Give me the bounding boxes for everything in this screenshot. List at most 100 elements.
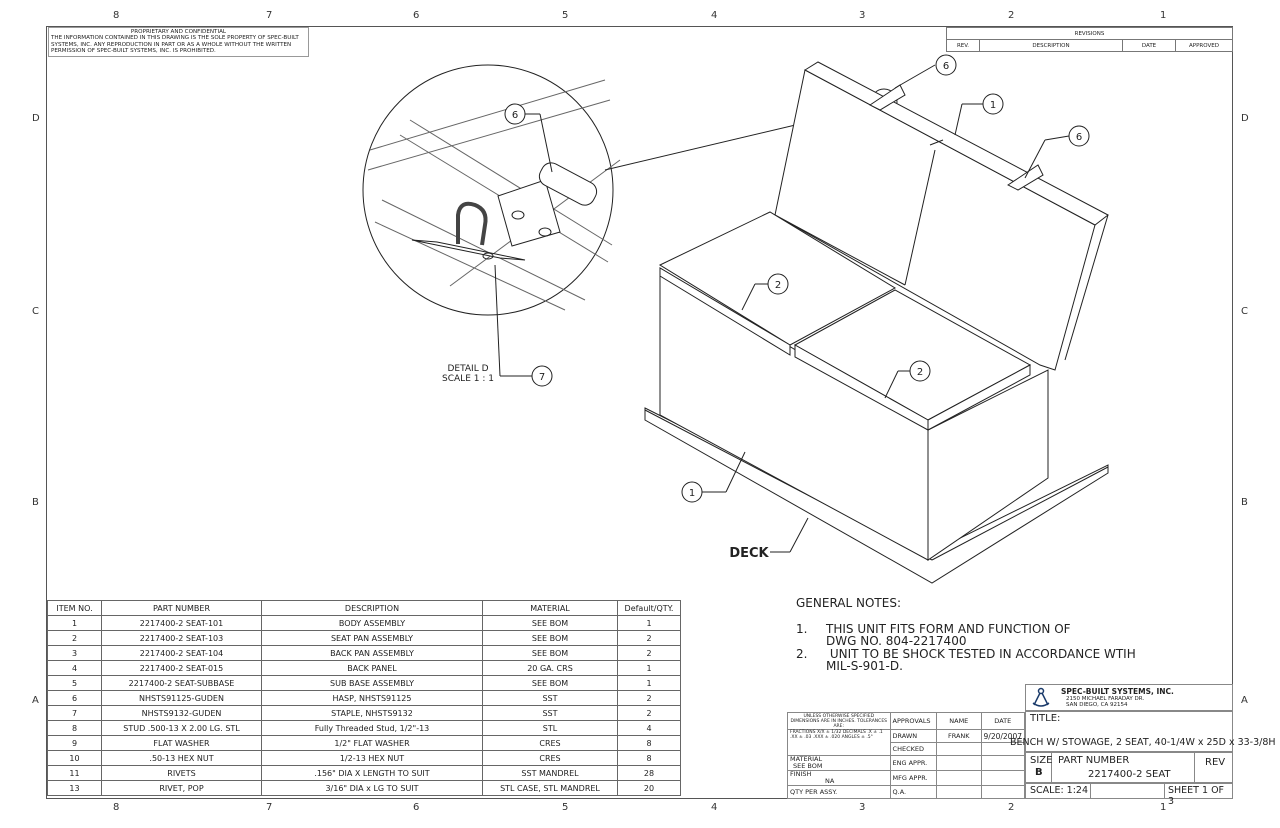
zone-col: 6 — [413, 802, 420, 813]
zone-row: A — [32, 695, 39, 706]
bom-cell-quantity: 20 — [617, 780, 681, 796]
bom-cell-part-number: RIVETS — [101, 765, 262, 781]
approvals-table: UNLESS OTHERWISE SPECIFIED DIMENSIONS AR… — [787, 712, 1026, 799]
zone-col: 1 — [1160, 10, 1167, 21]
bom-cell-item-no: 2 — [47, 630, 102, 646]
zone-col: 2 — [1008, 802, 1015, 813]
bom-cell-material: CRES — [482, 735, 618, 751]
bom-cell-item-no: 9 — [47, 735, 102, 751]
balloon-label: 1 — [689, 488, 695, 499]
bom-cell-material: SST — [482, 705, 618, 721]
bom-cell-quantity: 1 — [617, 615, 681, 631]
zone-row: D — [32, 113, 40, 124]
proprietary-notice: PROPRIETARY AND CONFIDENTIAL THE INFORMA… — [48, 27, 309, 57]
balloon — [531, 365, 553, 387]
bom-cell-material: SEE BOM — [482, 630, 618, 646]
balloon-label: 2 — [917, 367, 923, 378]
back-panel — [774, 69, 1096, 371]
bom-cell-description: Fully Threaded Stud, 1/2"-13 — [261, 720, 483, 736]
bom-cell-item-no: 4 — [47, 660, 102, 676]
bom-cell-quantity: 8 — [617, 750, 681, 766]
bom-cell-part-number: 2217400-2 SEAT-015 — [101, 660, 262, 676]
balloon-label: 1 — [990, 100, 996, 111]
finish-value: NA — [825, 777, 835, 785]
approvals-label: APPROVALS — [889, 712, 938, 730]
balloon-label: 2 — [775, 280, 781, 291]
zone-col: 3 — [859, 10, 866, 21]
bom-cell-quantity: 8 — [617, 735, 681, 751]
bom-cell-material: STL CASE, STL MANDREL — [482, 780, 618, 796]
title-label: TITLE: — [1030, 713, 1061, 724]
bom-cell-part-number: 2217400-2 SEAT-104 — [101, 645, 262, 661]
bom-header: PART NUMBER — [101, 600, 262, 616]
material-label: MATERIAL — [790, 755, 823, 763]
rev-label: REV — [1205, 757, 1226, 768]
bom-cell-description: STAPLE, NHSTS9132 — [261, 705, 483, 721]
rev-cell: REV — [1194, 753, 1234, 782]
bom-cell-item-no: 1 — [47, 615, 102, 631]
balloon-label: 6 — [943, 61, 949, 72]
bom-cell-material: SEE BOM — [482, 615, 618, 631]
bom-cell-material: SEE BOM — [482, 675, 618, 691]
bom-cell-material: CRES — [482, 750, 618, 766]
balloon — [504, 103, 526, 125]
bom-cell-description: BODY ASSEMBLY — [261, 615, 483, 631]
note-number: 1. — [796, 621, 808, 636]
size-value: B — [1035, 767, 1043, 778]
detail-hinge-view — [367, 79, 621, 311]
date-label: DATE — [980, 712, 1026, 730]
sheet: SHEET 1 OF 3 — [1168, 785, 1225, 807]
qa-label: Q.A. — [889, 785, 938, 799]
balloon — [681, 481, 703, 503]
bom-cell-item-no: 5 — [47, 675, 102, 691]
bom-cell-quantity: 2 — [617, 645, 681, 661]
balloon-label: 6 — [1076, 132, 1082, 143]
box-side-face — [927, 369, 1049, 561]
bom-cell-description: BACK PANEL — [261, 660, 483, 676]
bom-cell-part-number: NHSTS91125-GUDEN — [101, 690, 262, 706]
rev-header: DESCRIPTION — [979, 39, 1123, 52]
bom-cell-item-no: 10 — [47, 750, 102, 766]
balloon-label: 6 — [512, 110, 518, 121]
zone-col: 4 — [711, 802, 718, 813]
bom-cell-part-number: RIVET, POP — [101, 780, 262, 796]
bom-cell-description: .156" DIA X LENGTH TO SUIT — [261, 765, 483, 781]
drawing-title: BENCH W/ STOWAGE, 2 SEAT, 40-1/4W x 25D … — [1010, 737, 1276, 748]
bom-cell-item-no: 3 — [47, 645, 102, 661]
note-line: DWG NO. 804-2217400 — [826, 634, 967, 648]
bom-cell-description: 1/2" FLAT WASHER — [261, 735, 483, 751]
bom-header: ITEM NO. — [47, 600, 102, 616]
bom-cell-material: 20 GA. CRS — [482, 660, 618, 676]
zone-row: C — [32, 306, 39, 317]
eng-appr-label: ENG APPR. — [889, 755, 938, 771]
proprietary-heading: PROPRIETARY AND CONFIDENTIAL — [130, 29, 227, 35]
bom-cell-part-number: 2217400-2 SEAT-101 — [101, 615, 262, 631]
notes-title: GENERAL NOTES: — [796, 596, 901, 610]
hasp — [869, 84, 906, 111]
zone-col: 7 — [266, 10, 273, 21]
company-logo-icon — [1032, 687, 1050, 707]
company-name: SPEC-BUILT SYSTEMS, INC. — [1061, 687, 1174, 696]
bom-cell-material: SST — [482, 690, 618, 706]
zone-col: 1 — [1160, 802, 1167, 813]
bom-cell-description: 1/2-13 HEX NUT — [261, 750, 483, 766]
bom-cell-part-number: 2217400-2 SEAT-103 — [101, 630, 262, 646]
bom-cell-description: 3/16" DIA x LG TO SUIT — [261, 780, 483, 796]
zone-col: 4 — [711, 10, 718, 21]
company-address1: 2150 MICHAEL FARADAY DR. — [1066, 696, 1145, 702]
zone-col: 8 — [113, 10, 120, 21]
rev-header: APPROVED — [1175, 39, 1233, 52]
bom-cell-material: SST MANDREL — [482, 765, 618, 781]
bom-cell-part-number: NHSTS9132-GUDEN — [101, 705, 262, 721]
proprietary-body: THE INFORMATION CONTAINED IN THIS DRAWIN… — [51, 35, 299, 55]
note-line: UNIT TO BE SHOCK TESTED IN ACCORDANCE WT… — [826, 646, 1136, 661]
balloon — [767, 273, 789, 295]
bom-cell-material: STL — [482, 720, 618, 736]
